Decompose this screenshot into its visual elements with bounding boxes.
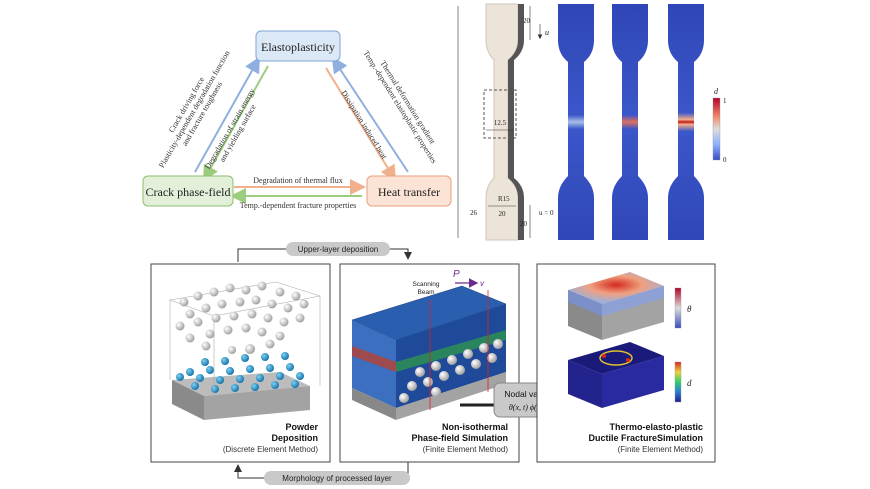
specimen-sketch-edge [508,4,524,240]
pf-white-particles [399,339,503,403]
node-crack-phase-field [142,175,234,207]
label-thermal-deformation: Thermal deformation gradient [378,59,437,146]
theta-colorbar [674,287,682,329]
thermo-top [568,272,664,304]
specimen-snapshot-2 [612,4,648,240]
dim-bottom-width: 20 [499,210,507,218]
upper-arrow-label: Upper-layer deposition [298,245,379,254]
gauge-box [483,89,517,139]
panel1-title-line2: Deposition [272,433,319,443]
label-temp-elastoplastic: Temp.-dependent elastoplastic properties [361,49,438,165]
label-thermal-flux: Degradation of thermal flux [253,176,343,185]
panel3-title-line1: Thermo-elasto-plastic [609,422,703,432]
label-fracture-properties: Temp.-dependent fracture properties [240,201,357,210]
fracture-top [568,342,664,374]
upper-arrow-pill [286,242,390,256]
node-elastoplasticity [255,30,341,62]
theta-label: θ [687,304,692,314]
lower-arrow-pill [264,471,410,485]
dim-u-label: u [545,28,549,37]
panel2-title-line2: Phase-field Simulation [411,433,508,443]
dim-top-length: 20 [523,17,531,25]
node-crack-label: Crack phase-field [146,185,231,199]
white-particles [175,281,309,351]
panel2-title-line1: Non-isothermal [442,422,508,432]
dim-radius: R15 [498,195,510,203]
nodal-values: θ(x, t) ϕ(x, t) [509,403,550,412]
label-scanning: Scanning [412,281,439,288]
arrow-heat-to-elasto [331,56,409,173]
label-dissipation-heat: Dissipation induced heat [339,89,389,162]
label-power: P [453,269,460,280]
dim-u-zero: u = 0 [539,209,554,217]
substrate-left [172,380,204,420]
colorbar-max: 1 [723,97,727,105]
d-label: d [687,378,692,388]
colorbar-label: d [714,87,719,96]
arrow-elasto-to-heat [325,67,397,182]
pf-melt-left [352,346,396,372]
dim-bottom-length: 20 [520,220,528,228]
panel3-title-line2: Ductile FractureSimulation [588,433,703,443]
pf-substrate-left [352,388,396,420]
coupling-diagram: Elastoplasticity Crack phase-field Heat … [142,30,452,210]
node-heat-label: Heat transfer [378,185,440,199]
arrow-elasto-to-crack [203,65,269,182]
panel1-subtitle: (Discrete Element Method) [223,445,318,454]
panel2-subtitle: (Finite Element Method) [423,445,509,454]
right-inner-labels: Dissipation induced heat [339,89,389,162]
d-colorbar [674,361,682,403]
label-beam: Beam [418,289,435,296]
workflow: Upper-layer deposition Morphology of pro… [150,242,716,485]
specimen-snapshot-3 [668,4,704,240]
dim-left-length: 26 [470,209,478,217]
dim-gauge-width: 12.5 [494,119,507,127]
specimen-snapshot-1 [558,4,594,240]
fracture-ring [599,350,633,366]
arrow-crack-to-elasto [194,56,260,173]
thermo-left-layer [568,290,602,316]
node-elastoplasticity-label: Elastoplasticity [261,40,335,54]
substrate-top [172,372,310,396]
nodal-title: Nodal values [504,389,553,399]
panel3-subtitle: (Finite Element Method) [618,445,704,454]
pf-substrate-front [396,372,506,420]
thermo-front-layer [602,286,664,316]
fracture-front [602,356,664,408]
specimen-geometry: 12.5 20 u R15 20 20 u = 0 26 d 1 0 [457,3,727,241]
label-velocity: v [480,279,485,288]
colorbar-min: 0 [723,156,727,164]
substrate-front [204,386,310,420]
panel1-title-line1: Powder [285,422,318,432]
pf-melt-band [396,330,506,372]
node-heat-transfer [366,175,452,207]
fracture-left [568,360,602,408]
lower-arrow-label: Morphology of processed layer [282,474,392,483]
damage-colorbar [712,97,721,161]
blue-particles [176,344,304,393]
